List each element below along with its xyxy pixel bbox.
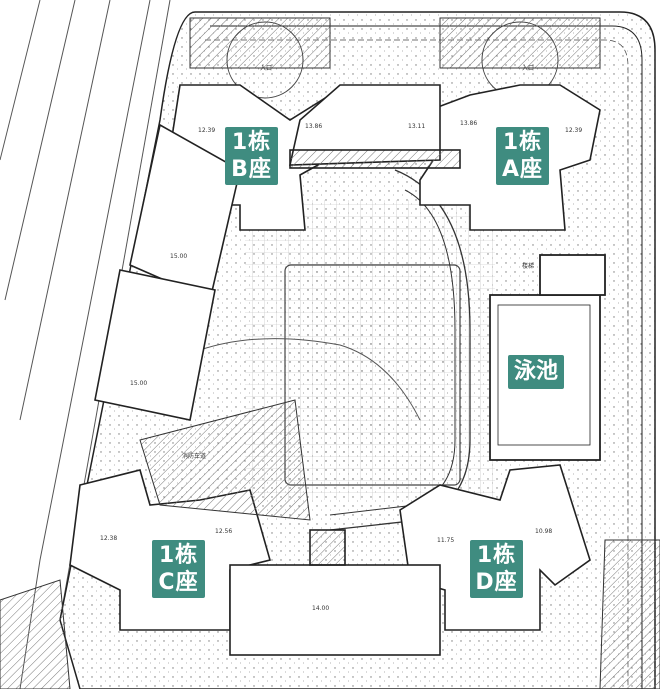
svg-text:13.86: 13.86 bbox=[460, 120, 477, 127]
bottom-middle-block bbox=[229, 529, 441, 656]
svg-text:楼梯: 楼梯 bbox=[522, 262, 534, 270]
svg-text:11.75: 11.75 bbox=[437, 537, 454, 544]
svg-text:12.39: 12.39 bbox=[565, 127, 582, 134]
svg-text:10.98: 10.98 bbox=[535, 528, 552, 535]
svg-text:13.11: 13.11 bbox=[408, 123, 425, 130]
building-d-label: 1栋 D座 bbox=[470, 540, 523, 598]
svg-text:15.00: 15.00 bbox=[170, 253, 187, 260]
svg-text:消防车道: 消防车道 bbox=[182, 452, 206, 460]
svg-text:15.00: 15.00 bbox=[130, 380, 147, 387]
central-top-block bbox=[288, 84, 461, 169]
building-c-label: 1栋 C座 bbox=[152, 540, 205, 598]
building-b-label: 1栋 B座 bbox=[225, 127, 278, 185]
pool-label: 泳池 bbox=[508, 355, 565, 389]
svg-text:14.00: 14.00 bbox=[312, 605, 329, 612]
svg-text:12.56: 12.56 bbox=[215, 528, 232, 535]
svg-text:12.38: 12.38 bbox=[100, 535, 117, 542]
svg-text:入口: 入口 bbox=[522, 65, 534, 72]
dimension-labels: 13.86 13.11 13.86 12.39 12.39 15.00 12.5… bbox=[100, 65, 582, 612]
svg-text:12.39: 12.39 bbox=[198, 127, 215, 134]
building-a-label: 1栋 A座 bbox=[496, 127, 549, 185]
svg-text:13.86: 13.86 bbox=[305, 123, 322, 130]
svg-text:入口: 入口 bbox=[260, 65, 272, 72]
